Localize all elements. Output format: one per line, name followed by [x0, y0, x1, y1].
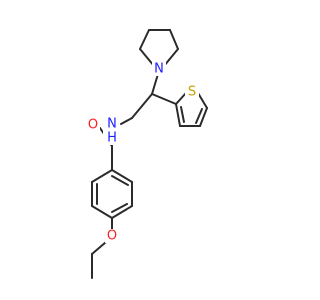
bond-thiophene-c2-s	[175, 92, 187, 105]
pyrrolidine-ring	[139, 29, 179, 67]
bond-ch-thiophene	[151, 93, 177, 105]
label-bg-carbonyl-o	[86, 118, 100, 132]
bond-thiophene-c3-c2	[175, 103, 181, 127]
ethoxy-group	[91, 217, 113, 279]
label-bg-thiophene-s	[185, 85, 199, 99]
bond-ch2-nh	[120, 117, 133, 125]
benzene-ring	[91, 145, 133, 219]
bond-pyrrolidine-c3-c4	[169, 29, 179, 50]
oxygen-label-ether: O	[107, 229, 117, 244]
molecule-diagram: N N H O O S	[86, 29, 208, 279]
bond-ch-ch2	[131, 93, 153, 119]
bond-benzene-3-4-inner	[111, 203, 128, 213]
bond-thiophene-c5-c4-double	[195, 108, 203, 124]
bond-benzene-4-5	[91, 205, 113, 219]
bond-pyrrolidine-c1-c2	[139, 29, 150, 50]
bond-thiophene-c5-c4	[199, 107, 208, 127]
oxygen-label-carbonyl: O	[88, 118, 98, 133]
thiophene-ring	[175, 92, 208, 127]
bond-pyrrolidine-n-c1	[139, 48, 155, 67]
bond-thiophene-c3-c2-double	[180, 106, 185, 123]
label-bg-amide-nh	[103, 119, 117, 145]
bond-benzene-1-2-inner	[111, 175, 129, 186]
bond-benzene-6-1	[91, 169, 113, 183]
label-bg-ether-o	[105, 229, 119, 243]
structure-svg: N N H O O S	[86, 29, 208, 279]
bond-thiophene-s-c5	[197, 92, 208, 109]
bond-o-ch2	[91, 241, 107, 255]
label-bg-pyrrolidine-n	[152, 62, 166, 76]
bond-benzene-3-4	[111, 205, 133, 219]
atom-labels: N N H O O S	[86, 62, 199, 244]
bond-n-ch	[151, 73, 159, 95]
bond-benzene-1-2	[111, 169, 133, 183]
nitrogen-label-amide: N	[107, 117, 117, 132]
hydrogen-label-amide: H	[107, 131, 117, 146]
bond-pyrrolidine-c4-n	[163, 48, 179, 67]
sulfur-label-thiophene: S	[188, 85, 196, 100]
nitrogen-label-pyrrolidine: N	[154, 62, 164, 77]
